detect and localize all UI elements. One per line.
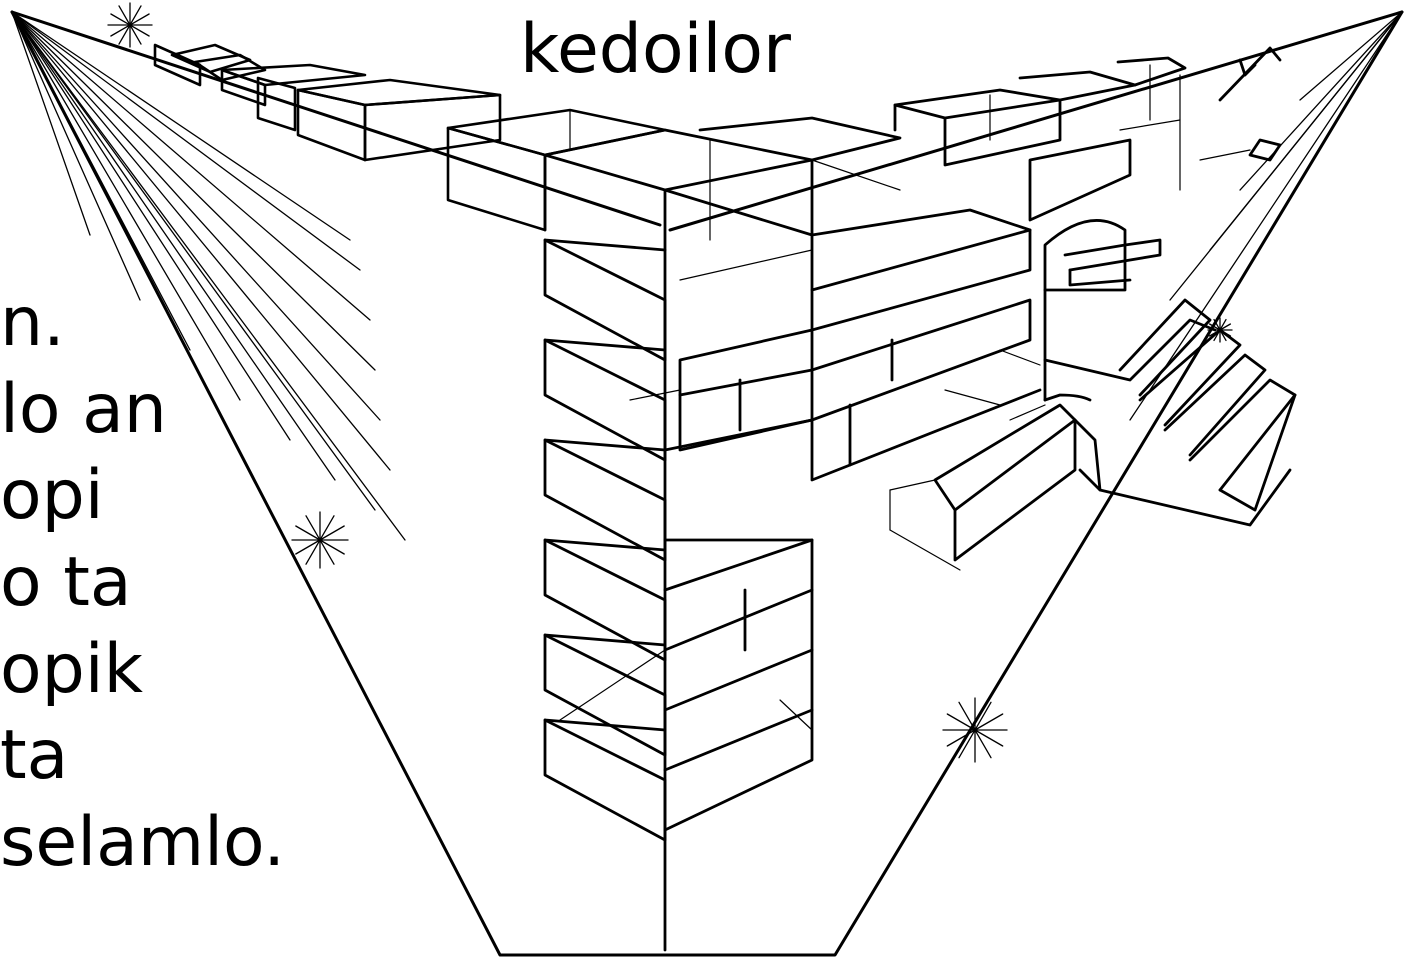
central-building — [543, 56, 1187, 952]
facade-slabs — [543, 238, 667, 842]
balconies — [663, 208, 1042, 832]
construction-lines — [559, 64, 1251, 731]
right-structures — [933, 46, 1297, 562]
sparkle-marks — [107, 2, 1233, 763]
vanishing-guide-lines — [11, 11, 406, 541]
outer-frame — [10, 10, 1404, 957]
right-guide-lines — [1129, 11, 1403, 421]
